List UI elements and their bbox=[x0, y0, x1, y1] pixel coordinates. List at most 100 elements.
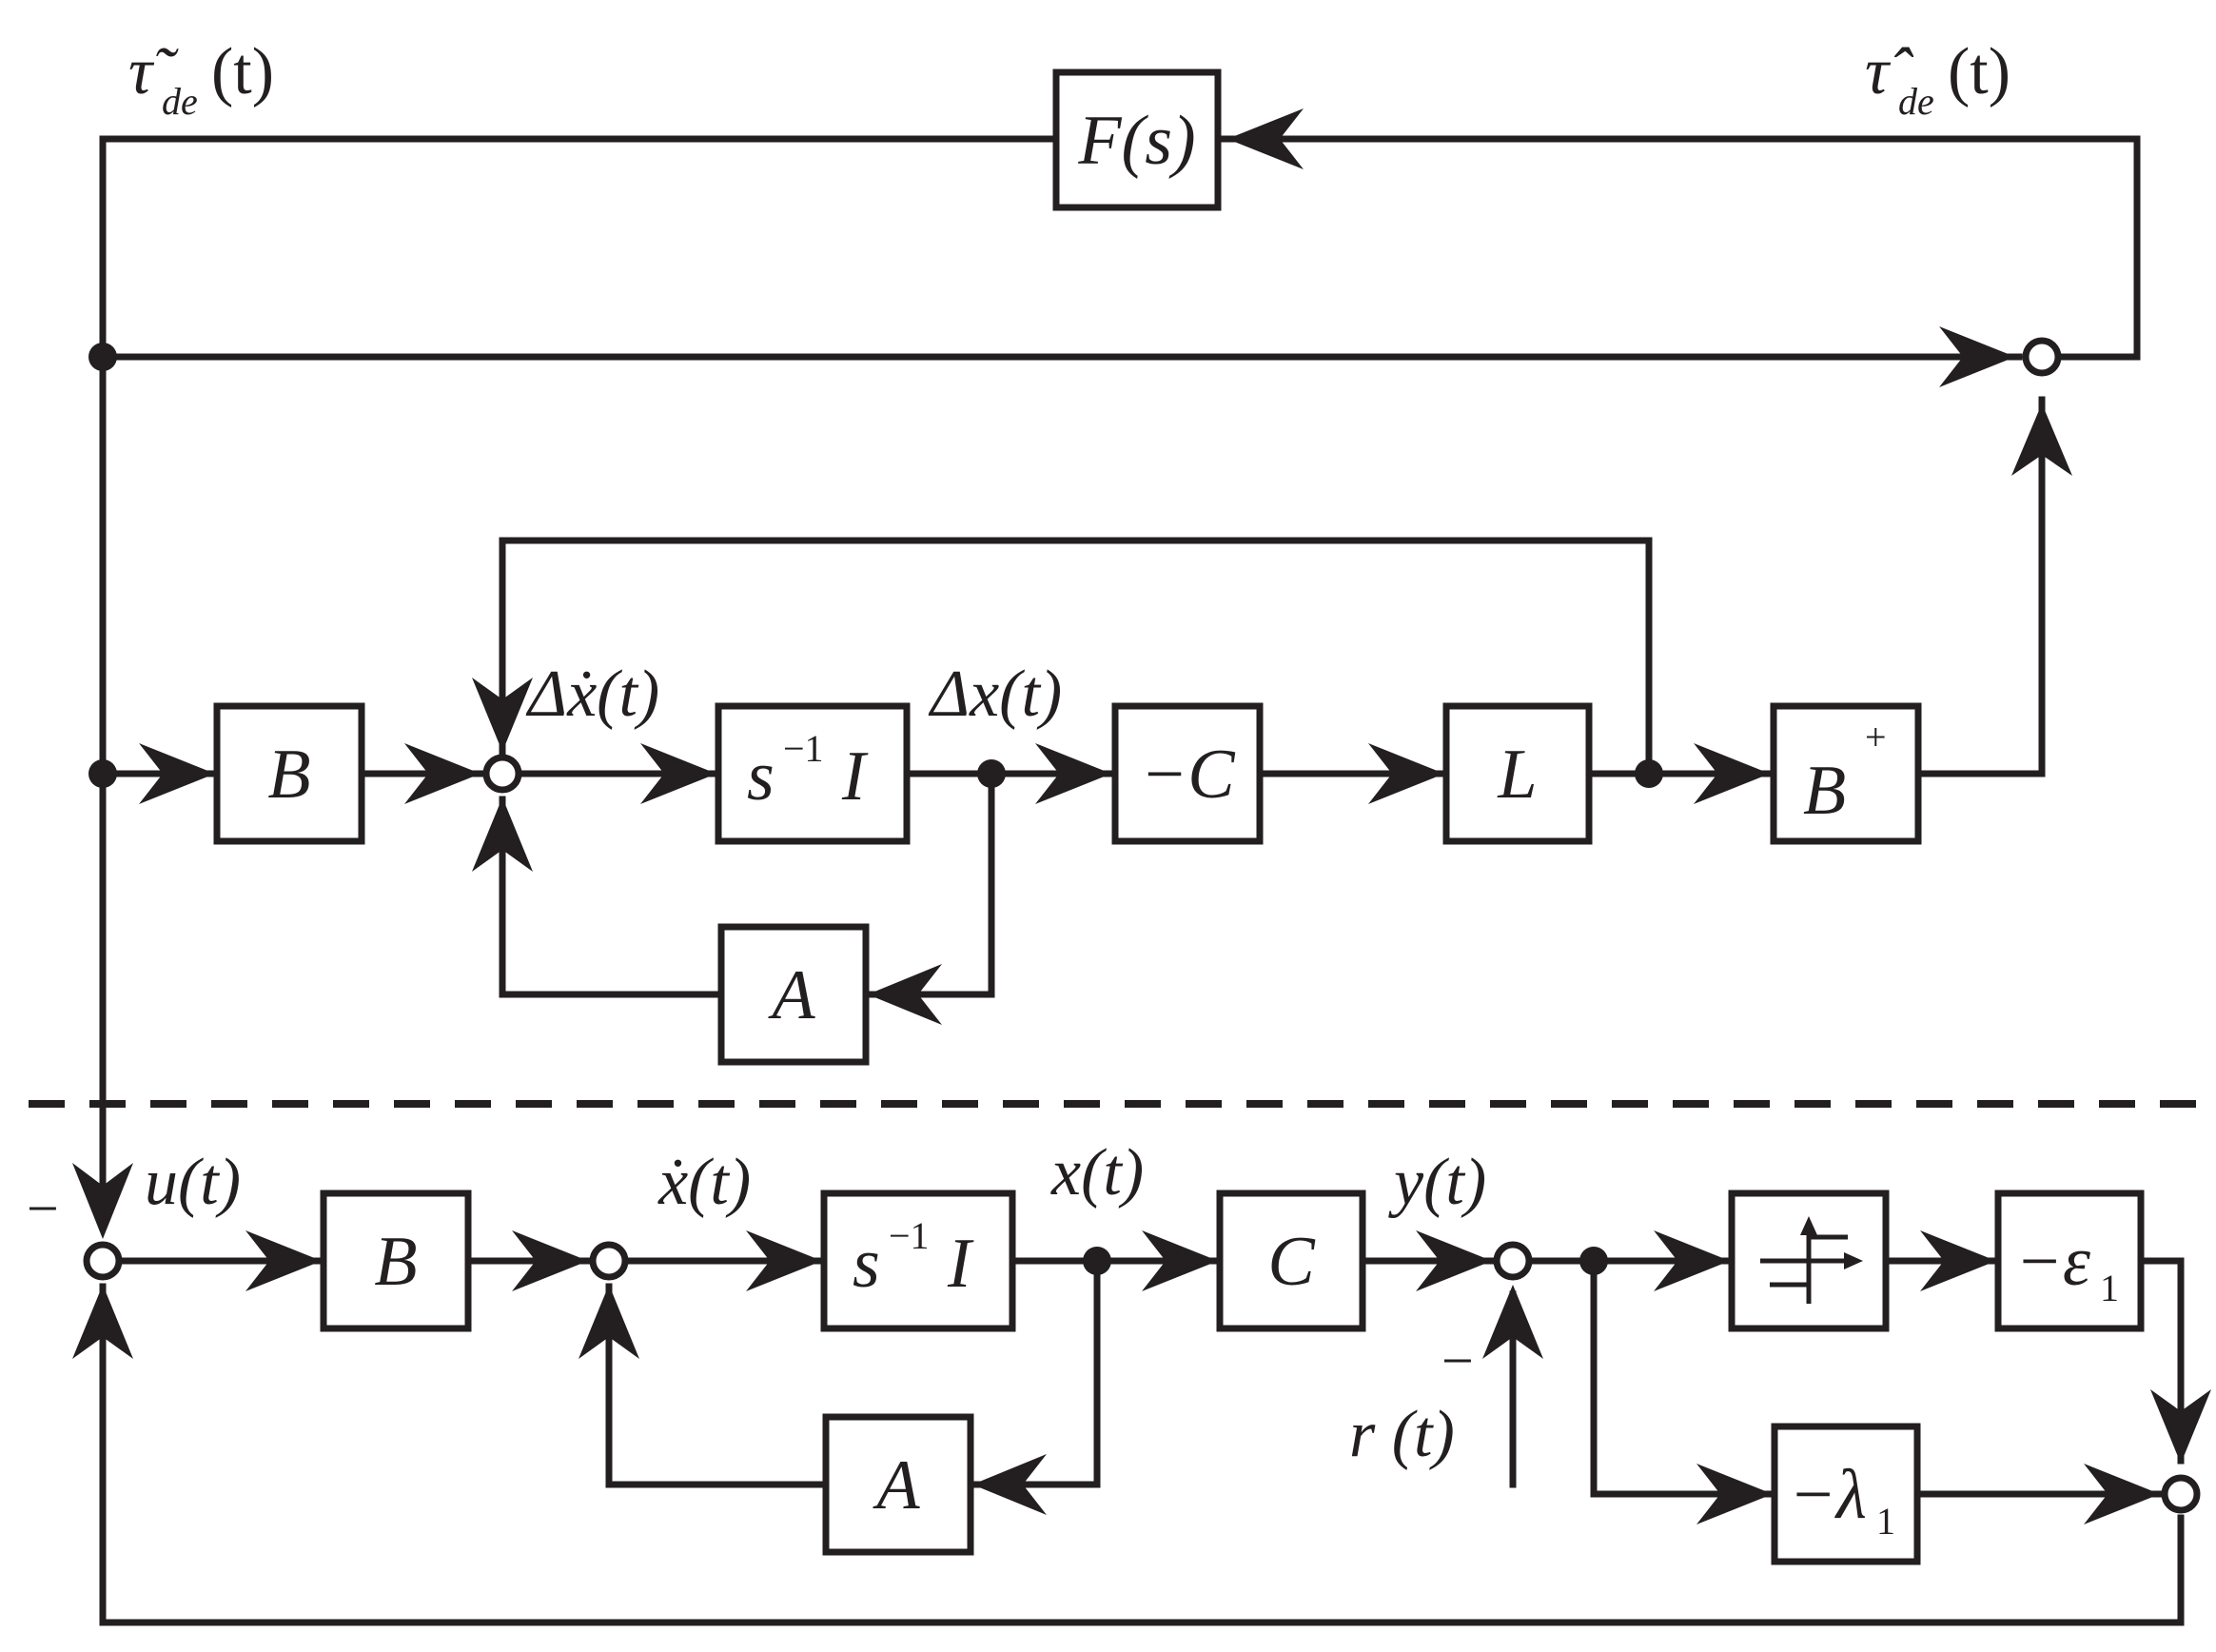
arrow-to-plantInt bbox=[746, 1230, 822, 1291]
arrow-to-plantSum bbox=[512, 1230, 588, 1291]
block-Bplus-sup: + bbox=[1865, 716, 1887, 758]
block-plant-integrator-sup: −1 bbox=[889, 1214, 930, 1257]
sum-u bbox=[83, 1241, 123, 1281]
arrow-to-top-sum bbox=[1939, 326, 2015, 387]
arrow-up-to-obsSum bbox=[472, 797, 533, 872]
block-observer-integrator-tail: I bbox=[841, 738, 869, 816]
sum-y bbox=[1493, 1241, 1533, 1281]
block-observer-B-label: B bbox=[267, 736, 310, 814]
junction-left-observer bbox=[88, 759, 117, 788]
summing-points bbox=[83, 337, 2201, 1514]
wire-branch-to-lambda bbox=[1590, 1257, 1778, 1498]
arrow-to-obsInt bbox=[640, 743, 716, 804]
block-C: C bbox=[1216, 1190, 1366, 1332]
relay-icon bbox=[1760, 1216, 1863, 1304]
arrow-to-eps bbox=[1920, 1230, 1996, 1291]
junction-y-branch bbox=[1579, 1247, 1608, 1275]
label-tau-hat-arg: (t) bbox=[1948, 35, 2010, 108]
arrow-to-plantA bbox=[972, 1454, 1047, 1515]
sum-top-right bbox=[2022, 337, 2062, 377]
label-tau-hat-sub: de bbox=[1898, 80, 1934, 123]
arrow-up-to-ySum bbox=[1482, 1285, 1543, 1359]
block-L: L bbox=[1442, 702, 1593, 845]
junction-dx bbox=[977, 759, 1006, 788]
wires bbox=[29, 135, 2207, 1626]
arrow-to-L bbox=[1368, 743, 1444, 804]
arrow-to-obsSum bbox=[404, 743, 480, 804]
block-plant-integrator: s −1 I bbox=[820, 1190, 1016, 1332]
block-observer-integrator: s −1 I bbox=[715, 702, 911, 845]
label-tau-tilde-sub: de bbox=[162, 80, 198, 123]
block-F: F(s) bbox=[1052, 69, 1222, 211]
label-dx-dot: Δẋ(t) bbox=[525, 658, 659, 731]
label-y: y(t) bbox=[1388, 1146, 1486, 1219]
arrow-up-to-top-sum bbox=[2011, 403, 2072, 476]
signal-labels: τ̃ de (t) τ̂ de (t) Δẋ(t) Δx(t) u(t) ẋ(t… bbox=[27, 35, 2010, 1471]
arrow-to-obsB bbox=[139, 743, 215, 804]
label-x-dot: ẋ(t) bbox=[657, 1146, 751, 1219]
block-Bplus: B + bbox=[1770, 702, 1922, 845]
block-C-label: C bbox=[1267, 1223, 1316, 1301]
block-neg-lambda-base: −λ bbox=[1789, 1456, 1867, 1534]
block-negC-label: −C bbox=[1140, 736, 1236, 814]
block-F-label: F(s) bbox=[1077, 102, 1195, 180]
wire-obsA-to-sum bbox=[499, 796, 725, 998]
block-plant-B-label: B bbox=[374, 1223, 417, 1301]
label-tau-tilde-arg: (t) bbox=[211, 35, 274, 108]
block-observer-integrator-base: s bbox=[747, 738, 775, 816]
arrow-down-to-outSum bbox=[2150, 1389, 2211, 1464]
wire-eps-to-sum bbox=[2137, 1257, 2185, 1465]
arrow-up-to-plantSum bbox=[579, 1285, 639, 1359]
arrow-down-to-uSum bbox=[72, 1163, 133, 1239]
block-neg-lambda: −λ 1 bbox=[1771, 1423, 1921, 1565]
wire-bottom-feedback bbox=[99, 1283, 2185, 1626]
wire-top-right bbox=[1216, 135, 2141, 361]
arrow-to-Bplus bbox=[1694, 743, 1770, 804]
sum-plant bbox=[589, 1241, 629, 1281]
block-plant-integrator-tail: I bbox=[947, 1225, 974, 1303]
block-plant-A-label: A bbox=[872, 1446, 920, 1524]
block-observer-A: A bbox=[717, 923, 870, 1066]
junction-L-output bbox=[1635, 759, 1663, 788]
arrow-to-plantB bbox=[245, 1230, 322, 1291]
arrow-to-negC bbox=[1035, 743, 1111, 804]
arrow-to-lambda bbox=[1696, 1464, 1773, 1524]
arrow-down-to-obsSum bbox=[472, 678, 533, 752]
sum-output bbox=[2161, 1474, 2201, 1514]
block-plant-integrator-base: s bbox=[853, 1225, 880, 1303]
label-r: r (t) bbox=[1349, 1398, 1455, 1471]
sum-observer bbox=[482, 754, 522, 794]
arrow-up-to-uSum bbox=[72, 1285, 133, 1359]
block-plant-A: A bbox=[822, 1413, 974, 1556]
label-u: u(t) bbox=[145, 1146, 241, 1219]
block-observer-integrator-sup: −1 bbox=[783, 727, 824, 770]
label-dx: Δx(t) bbox=[928, 658, 1062, 731]
block-L-label: L bbox=[1497, 736, 1537, 814]
wire-bplus-up bbox=[1914, 396, 2046, 777]
wire-L-feedback bbox=[499, 537, 1653, 777]
block-neg-eps-sub: 1 bbox=[2100, 1267, 2119, 1309]
block-neg-eps: −ε 1 bbox=[1994, 1190, 2145, 1332]
junctions bbox=[88, 343, 1663, 1275]
junction-x bbox=[1083, 1247, 1111, 1275]
block-neg-eps-base: −ε bbox=[2015, 1223, 2091, 1301]
sign-r-minus: − bbox=[1441, 1329, 1474, 1392]
block-relay bbox=[1728, 1190, 1890, 1332]
arrow-to-outSum bbox=[2084, 1464, 2160, 1524]
arrow-to-ySum bbox=[1416, 1230, 1492, 1291]
arrow-to-C bbox=[1142, 1230, 1218, 1291]
arrowheads bbox=[72, 108, 2211, 1524]
arrow-to-F bbox=[1227, 108, 1304, 169]
arrow-to-obsA bbox=[868, 964, 942, 1025]
label-x: x(t) bbox=[1050, 1136, 1144, 1210]
block-plant-B: B bbox=[320, 1190, 472, 1332]
block-negC: −C bbox=[1111, 702, 1264, 845]
junction-left-middle bbox=[88, 343, 117, 371]
block-neg-lambda-sub: 1 bbox=[1876, 1500, 1895, 1543]
sign-u-minus: − bbox=[27, 1177, 59, 1240]
block-observer-B: B bbox=[213, 702, 365, 845]
wire-plantA-to-sum bbox=[605, 1283, 830, 1488]
block-Bplus-base: B bbox=[1803, 752, 1846, 830]
arrow-to-relay bbox=[1654, 1230, 1730, 1291]
